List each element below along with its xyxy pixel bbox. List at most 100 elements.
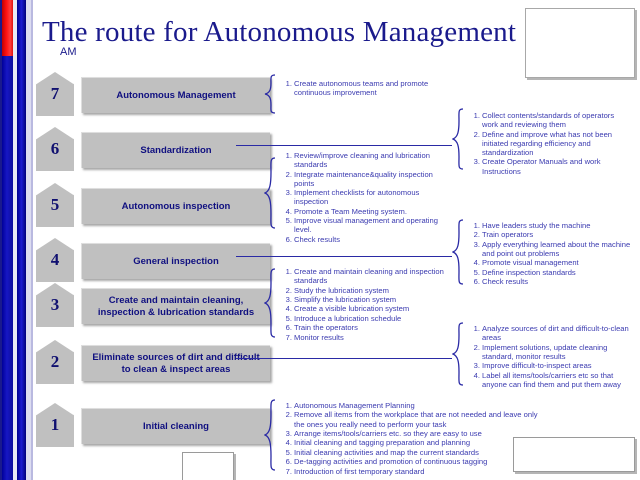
list-item-text: Integrate maintenance&quality inspection… [294, 169, 433, 188]
list-item: 3.Apply everything learned about the mac… [473, 239, 631, 258]
list-item: 1.Create autonomous teams and promote co… [285, 79, 429, 98]
connector-line-step-6 [236, 145, 452, 146]
list-item-text: Autonomous Management Planning [294, 401, 415, 410]
list-item-text: Implement solutions, update cleaning sta… [482, 342, 608, 361]
step-box-7[interactable]: Autonomous Management [81, 77, 270, 113]
page-title: The route for Autonomous Management [42, 16, 517, 48]
list-item: 4.Label all items/tools/carriers etc so … [473, 370, 621, 389]
list-item: 3.Arrange items/tools/carriers etc. so t… [285, 428, 482, 438]
brace-step-5 [264, 157, 278, 229]
step-label-7: Autonomous Management [116, 89, 236, 101]
list-step-7: 1.Create autonomous teams and promote co… [281, 79, 446, 98]
step-number-2: 2 [50, 352, 60, 371]
list-item: 4.Promote visual management [473, 258, 579, 268]
list-item: 6.De-tagging activities and promotion of… [285, 457, 488, 467]
list-items-step-5: 1.Review/improve cleaning and lubricatio… [281, 151, 453, 244]
step-number-5: 5 [50, 195, 60, 214]
step-box-2[interactable]: Eliminate sources of dirt and difficult … [81, 345, 270, 381]
list-item-text: Implement checklists for autonomous insp… [294, 188, 420, 207]
connector-line-step-4 [236, 256, 452, 257]
left-stripe-white [13, 0, 17, 480]
step-box-4[interactable]: General inspection [81, 243, 270, 279]
list-item-text: Collect contents/standards of operators … [482, 111, 615, 130]
list-item-text: Promote a Team Meeting system. [294, 206, 407, 216]
list-item: 2.Integrate maintenance&quality inspecti… [285, 169, 433, 188]
step-label-1: Initial cleaning [143, 420, 209, 432]
list-item: 3.Create Operator Manuals and work Instr… [473, 157, 601, 176]
list-step-1: 1.Autonomous Management Planning 2.Remov… [281, 401, 549, 476]
step-box-3[interactable]: Create and maintain cleaning, inspection… [81, 288, 270, 324]
list-item: 3.Improve difficult-to-inspect areas [473, 361, 592, 371]
list-item-text: Introduce a lubrication schedule [294, 313, 402, 323]
list-item-text: Remove all items from the workplace that… [294, 410, 538, 429]
page-subtitle: AM [60, 46, 77, 58]
brace-right-list-3 [452, 322, 466, 386]
step-number-1: 1 [50, 415, 60, 434]
step-box-6[interactable]: Standardization [81, 132, 270, 168]
list-item-text: Check results [294, 234, 341, 244]
step-label-3: Create and maintain cleaning, inspection… [97, 294, 255, 318]
list-item-text: Have leaders study the machine [482, 221, 591, 230]
list-item-text: Study the lubrication system [294, 285, 389, 295]
list-item: 4.Initial cleaning and tagging preparati… [285, 438, 471, 448]
left-stripe-pale [26, 0, 31, 480]
list-item-text: Label all items/tools/carriers etc so th… [482, 370, 621, 389]
list-item: 2.Define and improve what has not been i… [473, 129, 613, 157]
list-item: 1.Analyze sources of dirt and difficult-… [473, 324, 629, 343]
step-box-5[interactable]: Autonomous inspection [81, 188, 270, 224]
step-label-4: General inspection [133, 255, 219, 267]
list-right-3: 1.Analyze sources of dirt and difficult-… [469, 324, 635, 389]
list-item: 1.Have leaders study the machine [473, 221, 591, 230]
list-item-text: Review/improve cleaning and lubrication … [294, 151, 430, 170]
list-item-text: Arrange items/tools/carriers etc. so the… [294, 428, 482, 438]
list-items-step-3: 1.Create and maintain cleaning and inspe… [281, 267, 457, 342]
list-item: 2.Implement solutions, update cleaning s… [473, 342, 608, 361]
brace-step-3 [264, 268, 278, 338]
list-item: 2.Train operators [473, 230, 534, 240]
list-item: 1.Create and maintain cleaning and inspe… [285, 267, 444, 286]
decorative-rect-bottom-right [513, 437, 635, 472]
list-item: 1.Review/improve cleaning and lubricatio… [285, 151, 430, 170]
list-item: 3.Implement checklists for autonomous in… [285, 188, 420, 207]
list-items-right-2: 1.Have leaders study the machine 2.Train… [469, 221, 631, 286]
step-label-5: Autonomous inspection [121, 200, 231, 212]
step-number-4: 4 [50, 250, 60, 269]
list-item-text: Train operators [482, 230, 534, 240]
list-item-text: Train the operators [294, 323, 358, 333]
list-item: 6.Train the operators [285, 323, 358, 333]
left-stripe-edge [31, 0, 33, 480]
left-stripe-blue-lower [2, 56, 13, 480]
list-right-1: 1.Collect contents/standards of operator… [469, 111, 631, 176]
list-item: 7.Monitor results [285, 332, 344, 342]
list-item: 7.Introduction of first temporary standa… [285, 466, 425, 476]
list-item: 6.Check results [285, 234, 341, 244]
list-items-right-1: 1.Collect contents/standards of operator… [469, 111, 631, 176]
step-box-1[interactable]: Initial cleaning [81, 408, 270, 444]
list-item: 6.Check results [473, 277, 529, 287]
list-item-text: Improve difficult-to-inspect areas [482, 361, 592, 371]
list-item-text: Initial cleaning activities and map the … [294, 447, 479, 457]
list-item-text: Create Operator Manuals and work Instruc… [482, 157, 601, 176]
list-item: 4.Promote a Team Meeting system. [285, 206, 407, 216]
list-item-text: Promote visual management [482, 258, 579, 268]
left-stripe-blue-inner [17, 0, 26, 480]
list-items-step-7: 1.Create autonomous teams and promote co… [281, 79, 446, 97]
step-label-6: Standardization [140, 144, 212, 156]
list-item-text: Check results [482, 277, 529, 287]
step-label-2: Eliminate sources of dirt and difficult … [92, 351, 260, 375]
left-stripe-outer [0, 0, 2, 480]
step-number-3: 3 [50, 295, 60, 314]
list-items-step-1: 1.Autonomous Management Planning 2.Remov… [281, 401, 549, 476]
list-item: 4.Create a visible lubrication system [285, 304, 410, 314]
list-item: 3.Simplify the lubrication system [285, 294, 397, 304]
step-number-6: 6 [50, 139, 60, 158]
brace-step-7 [264, 74, 278, 114]
list-item-text: De-tagging activities and promotion of c… [294, 457, 488, 467]
list-item-text: Create autonomous teams and promote cont… [294, 79, 429, 98]
decorative-rect-bottom-left [182, 452, 234, 480]
list-item: 5.Introduce a lubrication schedule [285, 313, 402, 323]
list-item-text: Improve visual management and operating … [294, 216, 438, 235]
brace-right-list-2 [452, 219, 466, 285]
step-number-7: 7 [50, 84, 60, 103]
